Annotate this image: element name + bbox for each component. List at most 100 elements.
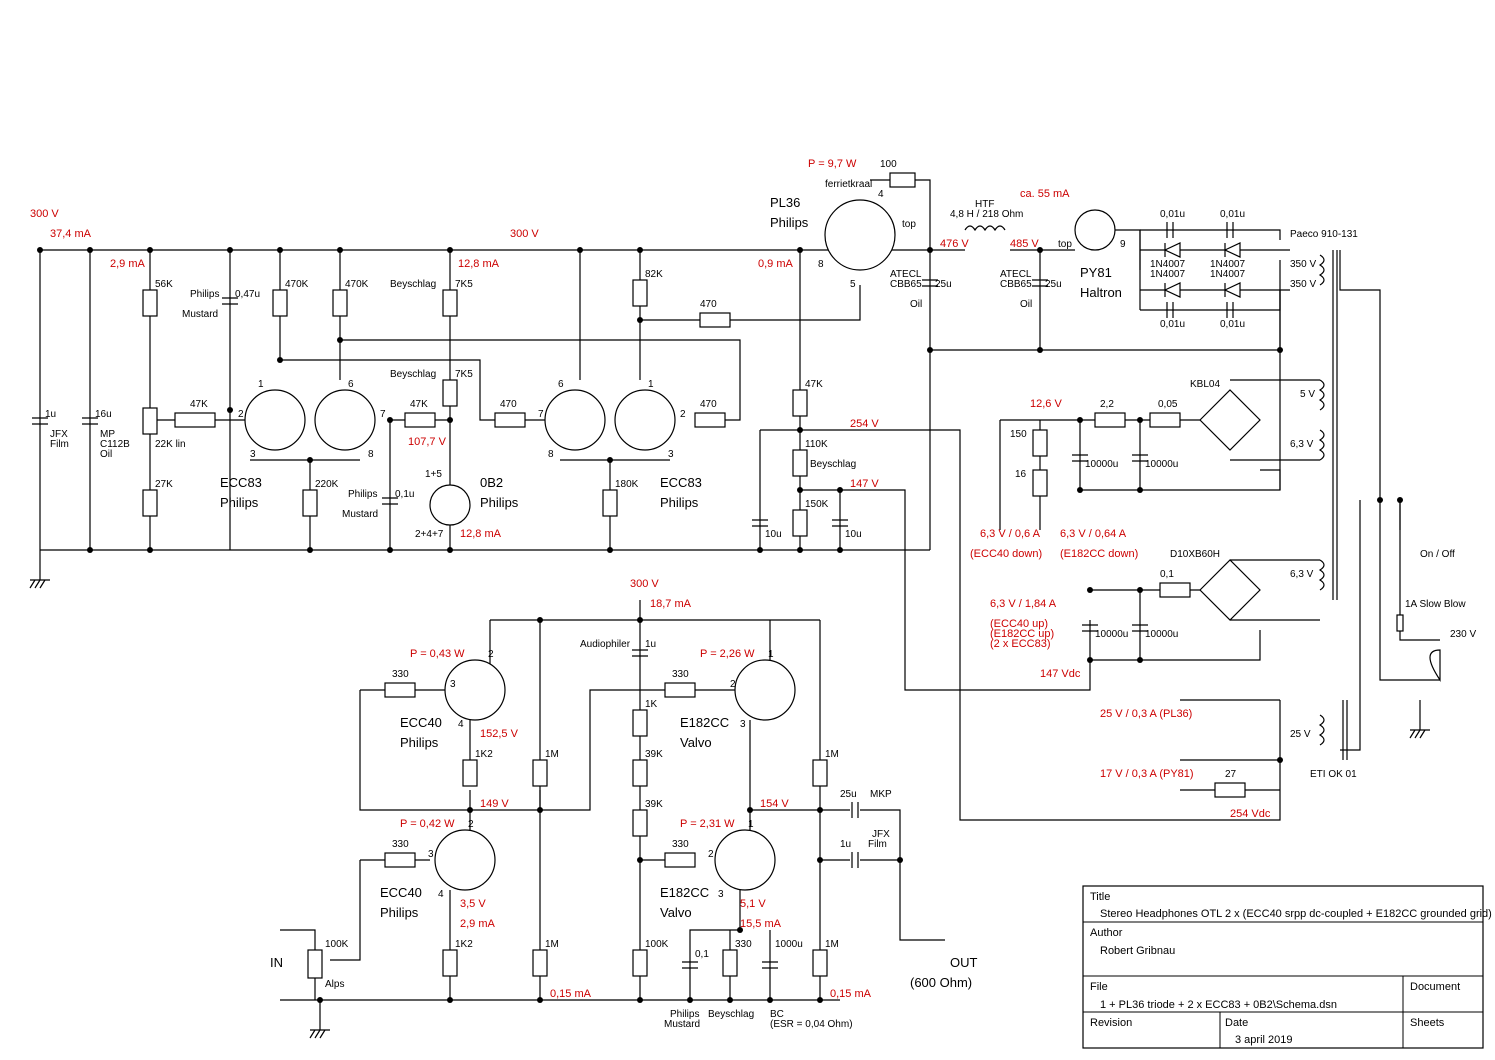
label: OUT [950, 955, 978, 970]
label: 2 [238, 409, 244, 420]
label: Haltron [1080, 285, 1122, 300]
title-block: Title Stereo Headphones OTL 2 x (ECC40 s… [1082, 885, 1492, 1049]
label: 1 [768, 649, 774, 660]
label: 0,1 [1160, 569, 1174, 580]
label: 0,47u [235, 289, 260, 300]
label: 12,6 V [1030, 398, 1062, 410]
title-label: Title [1090, 891, 1110, 903]
label: 330 [392, 839, 409, 850]
label: Mustard [182, 309, 218, 320]
label: Philips [480, 495, 519, 510]
label: 4 [438, 889, 444, 900]
label: 1N4007 [1210, 269, 1245, 280]
label: 100K [645, 939, 669, 950]
label: 350 V [1290, 279, 1316, 290]
label: 154 V [760, 798, 789, 810]
label: 2,9 mA [110, 258, 146, 270]
label: 100 [880, 159, 897, 170]
label: 300 V [510, 228, 539, 240]
label: 37,4 mA [50, 228, 92, 240]
label: ECC83 [220, 475, 262, 490]
label: 1M [545, 939, 559, 950]
label: P = 2,26 W [700, 648, 755, 660]
label: PY81 [1080, 265, 1112, 280]
label: 470K [345, 279, 369, 290]
label: 3 [718, 889, 724, 900]
label: 12,8 mA [460, 528, 502, 540]
label: 25u [1045, 279, 1062, 290]
label: 1K2 [455, 939, 473, 950]
label: 8 [368, 449, 374, 460]
label: 0,9 mA [758, 258, 794, 270]
label: 152,5 V [480, 728, 519, 740]
label: 3 [668, 449, 674, 460]
date-value: 3 april 2019 [1235, 1034, 1293, 1046]
label: Beyschlag [390, 279, 436, 290]
label: Mustard [664, 1019, 700, 1030]
label: 485 V [1010, 238, 1039, 250]
label: 254 Vdc [1230, 808, 1271, 820]
label: 10u [845, 529, 862, 540]
label: 12,8 mA [458, 258, 500, 270]
red-annotations: 300 V 37,4 mA 2,9 mA 12,8 mA 300 V 107,7… [30, 158, 1271, 1000]
label: 10000u [1145, 629, 1178, 640]
label: 10u [765, 529, 782, 540]
label: 0,15 mA [830, 988, 872, 1000]
label: Oil [1020, 299, 1032, 310]
pin-labels: 1 2 3 6 7 8 6 7 8 1 2 3 4 8 5 9 2 3 4 1 … [238, 189, 1126, 900]
label: C112B [100, 439, 130, 450]
tube-labels: PL36 Philips PY81 Haltron ECC83 Philips … [220, 195, 1122, 920]
label: 16u [95, 409, 112, 420]
magnetics [964, 225, 1441, 760]
label: CBB65 [890, 279, 922, 290]
date-label: Date [1225, 1017, 1248, 1029]
file-value: 1 + PL36 triode + 2 x ECC83 + 0B2\Schema… [1100, 999, 1337, 1011]
label: 25u [840, 789, 857, 800]
label: On / Off [1420, 549, 1455, 560]
label: 149 V [480, 798, 509, 810]
label: Philips [348, 489, 377, 500]
label: 10000u [1095, 629, 1128, 640]
label: 1u [645, 639, 656, 650]
label: (ESR = 0,04 Ohm) [770, 1019, 853, 1030]
label: MP [100, 429, 115, 440]
label: 2+4+7 [415, 529, 444, 540]
label: 4 [458, 719, 464, 730]
label: 6,3 V / 1,84 A [990, 598, 1057, 610]
label: 7K5 [455, 279, 473, 290]
label: 0,01u [1220, 319, 1245, 330]
label: 2,2 [1100, 399, 1114, 410]
part-labels: 100 ferrietkraal top top HTF 4,8 H / 218… [45, 159, 1476, 1030]
label: 6 [558, 379, 564, 390]
label: 0B2 [480, 475, 503, 490]
label: 110K [805, 439, 828, 450]
label: Oil [100, 449, 112, 460]
label: 47K [190, 399, 208, 410]
label: 1K [645, 699, 658, 710]
label: 0,01u [1160, 319, 1185, 330]
label: Mustard [342, 509, 378, 520]
grounds [29, 579, 1430, 1039]
label: 56K [155, 279, 173, 290]
label: 150K [805, 499, 829, 510]
label: (ECC40 up) [990, 618, 1048, 630]
revision-label: Revision [1090, 1017, 1132, 1029]
label: 47K [805, 379, 823, 390]
label: 18,7 mA [650, 598, 692, 610]
label: (E182CC down) [1060, 548, 1138, 560]
label: MKP [870, 789, 892, 800]
label: Philips [770, 215, 809, 230]
label: Philips [400, 735, 439, 750]
label: 1u [45, 409, 56, 420]
label: 3 [740, 719, 746, 730]
label: 1M [545, 749, 559, 760]
label: 25 V [1290, 729, 1311, 740]
label: P = 2,31 W [680, 818, 735, 830]
label: 39K [645, 799, 663, 810]
label: 27K [155, 479, 173, 490]
label: 0,01u [1160, 209, 1185, 220]
label: top [902, 219, 916, 230]
label: Beyschlag [708, 1009, 754, 1020]
label: ATECL [1000, 269, 1032, 280]
capacitors [32, 222, 1234, 969]
